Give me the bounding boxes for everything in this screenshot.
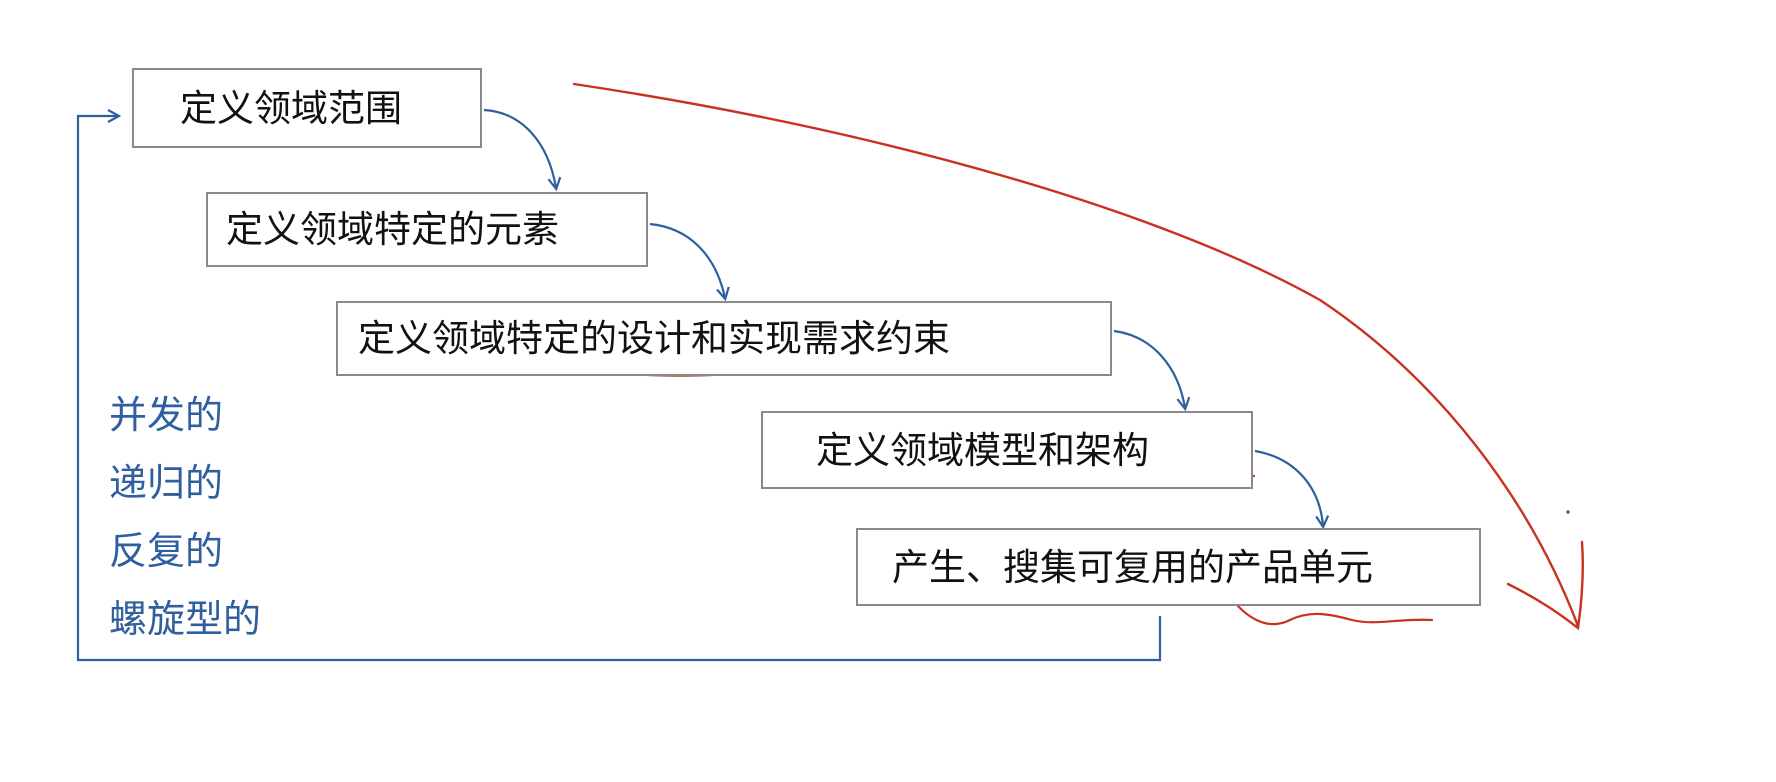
property-recursive: 递归的: [109, 461, 224, 505]
property-concurrent: 并发的: [109, 393, 224, 437]
step-define-design-constraints: 定义领域特定的设计和实现需求约束: [336, 301, 1112, 376]
step-label: 定义领域模型和架构: [816, 428, 1149, 472]
step-label: 定义领域范围: [180, 86, 402, 130]
step-label: 定义领域特定的元素: [226, 208, 559, 251]
red-dot-mark: [1566, 510, 1570, 514]
step-define-domain-model: 定义领域模型和架构: [761, 411, 1253, 489]
step-produce-reusable-units: 产生、搜集可复用的产品单元: [856, 528, 1481, 606]
step4-to-step5-arrow: [1254, 449, 1323, 526]
step3-to-step4-arrow: [1113, 329, 1185, 408]
step-label: 产生、搜集可复用的产品单元: [892, 545, 1373, 589]
step-label: 定义领域特定的设计和实现需求约束: [358, 317, 950, 360]
step1-to-step2-arrow: [483, 108, 556, 188]
red-sweep-arrowhead: [1506, 540, 1584, 631]
step2-to-step3-arrow: [649, 222, 725, 298]
property-spiral: 螺旋型的: [109, 597, 262, 641]
step-define-domain-elements: 定义领域特定的元素: [206, 192, 648, 267]
step-define-domain-scope: 定义领域范围: [132, 68, 482, 148]
property-iterative: 反复的: [109, 529, 224, 573]
